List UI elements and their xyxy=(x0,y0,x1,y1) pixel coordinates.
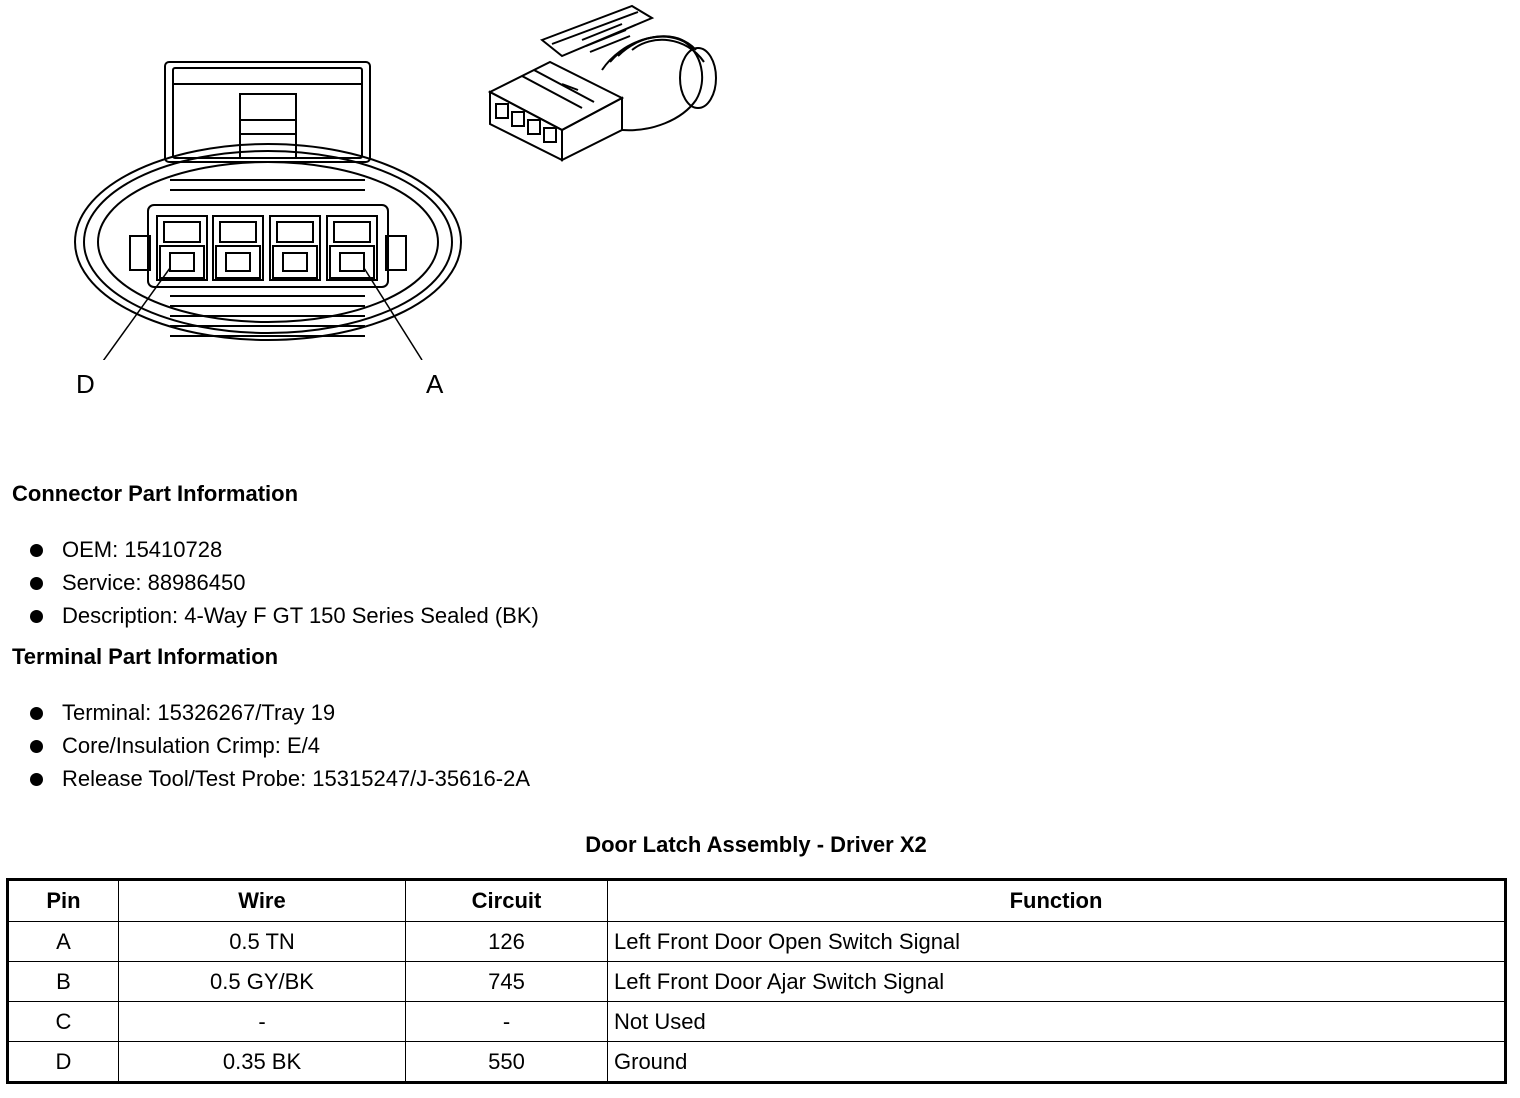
terminal-cavity-b xyxy=(269,215,321,281)
cell-function: Left Front Door Ajar Switch Signal xyxy=(607,961,1506,1002)
table-row: C - - Not Used xyxy=(7,1001,1506,1042)
connector-face-diagram xyxy=(74,61,462,360)
pin-label-a: A xyxy=(426,369,444,399)
bullet-icon xyxy=(30,707,43,720)
cell-wire: 0.35 BK xyxy=(118,1041,406,1083)
bullet-icon xyxy=(30,577,43,590)
header-wire: Wire xyxy=(118,879,406,922)
cell-pin: A xyxy=(7,921,119,962)
terminal-info-list: Terminal: 15326267/Tray 19 Core/Insulati… xyxy=(28,696,530,795)
terminal-cavity-a xyxy=(326,215,378,281)
terminal-cavity-d xyxy=(156,215,208,281)
cell-circuit: 126 xyxy=(405,921,608,962)
table-row: A 0.5 TN 126 Left Front Door Open Switch… xyxy=(7,921,1506,962)
cell-pin: B xyxy=(7,961,119,1002)
connector-iso-diagram xyxy=(487,4,717,162)
table-caption: Door Latch Assembly - Driver X2 xyxy=(585,832,927,857)
cell-function: Ground xyxy=(607,1041,1506,1083)
table-header-row: Pin Wire Circuit Function xyxy=(7,879,1506,922)
cell-wire: 0.5 GY/BK xyxy=(118,961,406,1002)
terminal-section-title: Terminal Part Information xyxy=(12,644,279,669)
bullet-icon xyxy=(30,740,43,753)
cell-pin: C xyxy=(7,1001,119,1042)
cell-wire: 0.5 TN xyxy=(118,921,406,962)
list-item: Service: 88986450 xyxy=(28,566,539,599)
connector-info-list: OEM: 15410728 Service: 88986450 Descript… xyxy=(28,533,539,632)
terminal-cavity-c xyxy=(212,215,264,281)
cell-circuit: 745 xyxy=(405,961,608,1002)
table-row: D 0.35 BK 550 Ground xyxy=(7,1041,1506,1083)
header-circuit: Circuit xyxy=(405,879,608,922)
list-item: Core/Insulation Crimp: E/4 xyxy=(28,729,530,762)
list-item: OEM: 15410728 xyxy=(28,533,539,566)
bullet-icon xyxy=(30,610,43,623)
cell-circuit: 550 xyxy=(405,1041,608,1083)
bullet-icon xyxy=(30,773,43,786)
list-item: Description: 4-Way F GT 150 Series Seale… xyxy=(28,599,539,632)
cell-circuit: - xyxy=(405,1001,608,1042)
header-pin: Pin xyxy=(7,879,119,922)
cell-function: Left Front Door Open Switch Signal xyxy=(607,921,1506,962)
header-function: Function xyxy=(607,879,1506,922)
table-row: B 0.5 GY/BK 745 Left Front Door Ajar Swi… xyxy=(7,961,1506,1002)
cell-function: Not Used xyxy=(607,1001,1506,1042)
pin-table: Pin Wire Circuit Function A 0.5 TN 126 L… xyxy=(6,878,1507,1084)
connector-section-title: Connector Part Information xyxy=(12,481,299,506)
cell-pin: D xyxy=(7,1041,119,1083)
list-item: Release Tool/Test Probe: 15315247/J-3561… xyxy=(28,762,530,795)
cell-wire: - xyxy=(118,1001,406,1042)
bullet-icon xyxy=(30,544,43,557)
list-item: Terminal: 15326267/Tray 19 xyxy=(28,696,530,729)
pin-label-d: D xyxy=(76,369,95,399)
